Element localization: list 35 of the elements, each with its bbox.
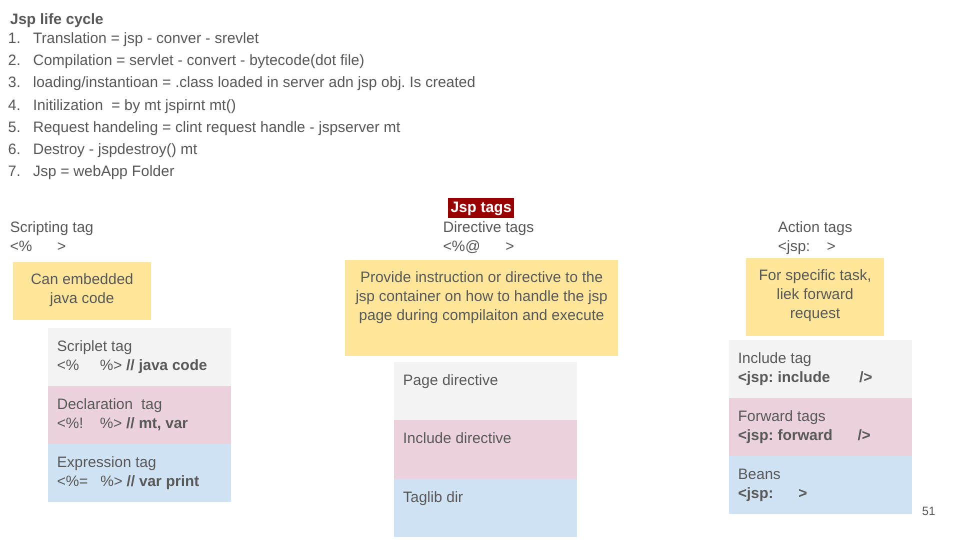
list-item: loading/instantioan = .class loaded in server adn jsp obj. Is created — [33, 73, 476, 92]
note-box: Can embedded java code — [13, 262, 151, 320]
section-heading: Directive tags — [443, 218, 534, 237]
heading-banner: Jsp tags — [448, 198, 514, 218]
note-box: For specific task, liek forward request — [746, 258, 884, 336]
tag-box: Include tag <jsp: include /> — [729, 340, 912, 398]
list-item: Request handeling = clint request handle - jspserver mt — [33, 118, 400, 137]
list-item: Jsp = webApp Folder — [33, 162, 174, 182]
list-number: 4. — [8, 96, 21, 115]
section-heading: Action tags — [778, 218, 852, 237]
list-number: 1. — [8, 29, 21, 48]
list-item: Translation = jsp - conver - srevlet — [33, 29, 259, 48]
list-item: Destroy - jspdestroy() mt — [33, 140, 198, 159]
list-number: 2. — [8, 51, 21, 70]
list-number: 5. — [8, 118, 21, 137]
tag-syntax: <jsp: > — [778, 237, 836, 256]
tag-box: Declaration tag <%! %> // mt, var — [48, 386, 231, 444]
tag-box: Include directive — [394, 420, 577, 479]
list-item: Compilation = servlet - convert - bytecode(dot file) — [33, 51, 364, 70]
tag-box: Page directive — [394, 362, 577, 420]
tag-box: Expression tag <%= %> // var print — [48, 444, 231, 502]
page-number: 51 — [922, 503, 936, 520]
list-number: 3. — [8, 73, 21, 92]
list-item: Initilization = by mt jspirnt mt() — [33, 96, 236, 115]
note-box: Provide instruction or directive to the jsp container on how to handle the jsp page during compilaiton and execute — [345, 260, 618, 356]
slide-title: Jsp life cycle — [10, 10, 104, 29]
tag-box: Taglib dir — [394, 479, 577, 537]
section-heading: Scripting tag — [10, 218, 94, 237]
tag-box: Beans <jsp: > — [729, 456, 912, 514]
tag-syntax: <% > — [10, 237, 66, 256]
tag-box: Forward tags <jsp: forward /> — [729, 398, 912, 456]
tag-box: Scriplet tag <% %> // java code — [48, 328, 231, 386]
list-number: 7. — [8, 162, 21, 182]
list-number: 6. — [8, 140, 21, 159]
tag-syntax: <%@ > — [443, 237, 514, 256]
